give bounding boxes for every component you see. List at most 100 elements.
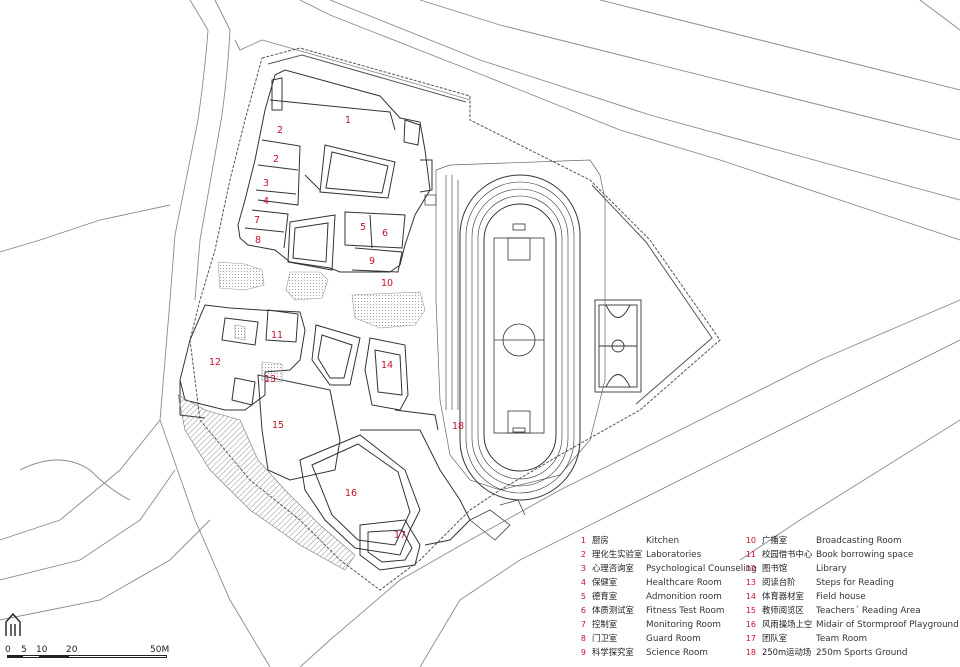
legend-chinese-label: 阅读台阶 xyxy=(762,577,796,587)
legend-number: 1 xyxy=(580,536,586,545)
scale-bar-segment xyxy=(7,655,23,658)
basketball-court-icon xyxy=(594,299,642,393)
legend-item-10: 10 广播室 Broadcasting Room xyxy=(742,534,902,546)
room-label-10: 10 xyxy=(381,278,393,289)
legend-number: 18 xyxy=(745,648,756,657)
legend-item-15: 15 教师阅览区 Teachers´ Reading Area xyxy=(742,604,921,616)
room-label-4: 4 xyxy=(263,196,269,207)
legend-item-4: 4 保健室 Healthcare Room xyxy=(572,576,722,588)
legend-chinese-label: 门卫室 xyxy=(592,633,618,643)
scale-label-10: 10 xyxy=(36,645,48,655)
hatched-landscape xyxy=(177,394,356,571)
north-building xyxy=(237,69,433,273)
legend-number: 13 xyxy=(745,578,756,587)
room-label-6: 6 xyxy=(382,228,388,239)
legend-english-label: Field house xyxy=(816,592,866,602)
north-arrow-icon xyxy=(5,612,21,636)
legend-number: 8 xyxy=(580,634,586,643)
legend-number: 17 xyxy=(745,634,756,643)
room-label-8: 8 xyxy=(255,235,261,246)
legend-chinese-label: 心理咨询室 xyxy=(592,563,634,573)
room-label-1: 1 xyxy=(345,115,351,126)
room-label-2b: 2 xyxy=(273,154,279,165)
room-label-16: 16 xyxy=(345,488,357,499)
legend-english-label: Book borrowing space xyxy=(816,550,914,560)
legend-english-label: Admonition room xyxy=(646,592,722,602)
legend-chinese-label: 图书馆 xyxy=(762,563,788,573)
legend-english-label: Guard Room xyxy=(646,634,701,644)
legend-chinese-label: 体育器材室 xyxy=(762,591,804,601)
legend-number: 16 xyxy=(745,620,756,629)
room-label-14: 14 xyxy=(381,360,393,371)
legend-item-13: 13 阅读台阶 Steps for Reading xyxy=(742,576,894,588)
scale-bar-segment xyxy=(39,655,69,658)
legend-number: 15 xyxy=(745,606,756,615)
legend-chinese-label: 教师阅览区 xyxy=(762,605,804,615)
south-building xyxy=(179,304,471,571)
legend-chinese-label: 保健室 xyxy=(592,577,618,587)
legend-chinese-label: 广播室 xyxy=(762,535,788,545)
room-labels: 1 2 2 3 4 7 8 5 6 9 10 11 12 13 14 15 16… xyxy=(209,115,464,541)
legend-english-label: Healthcare Room xyxy=(646,578,722,588)
legend-number: 10 xyxy=(745,536,756,545)
legend-item-5: 5 德育室 Admonition room xyxy=(572,590,722,602)
legend-chinese-label: 体质测试室 xyxy=(592,605,634,615)
room-label-15: 15 xyxy=(272,420,284,431)
legend-number: 9 xyxy=(580,648,586,657)
legend-item-12: 12 图书馆 Library xyxy=(742,562,847,574)
legend-english-label: Psychological Counseling xyxy=(646,564,757,574)
legend-chinese-label: 科学探究室 xyxy=(592,647,634,657)
site-boundary xyxy=(189,47,721,591)
legend-english-label: 250m Sports Ground xyxy=(816,648,908,658)
room-label-12: 12 xyxy=(209,357,221,368)
scale-bar-outline xyxy=(7,655,167,658)
legend-chinese-label: 理化生实验室 xyxy=(592,549,643,559)
legend-item-18: 18 250m运动场 250m Sports Ground xyxy=(742,646,908,658)
room-label-13: 13 xyxy=(264,374,276,385)
room-label-11: 11 xyxy=(271,330,283,341)
legend-english-label: Midair of Stormproof Playground xyxy=(816,620,959,630)
legend-english-label: Steps for Reading xyxy=(816,578,895,588)
legend-item-17: 17 团队室 Team Room xyxy=(742,632,867,644)
legend-number: 12 xyxy=(745,564,756,573)
legend-chinese-label: 德育室 xyxy=(592,591,618,601)
legend-english-label: Teachers´ Reading Area xyxy=(816,606,921,616)
legend-chinese-label: 厨房 xyxy=(592,535,609,545)
legend-chinese-label: 团队室 xyxy=(762,633,788,643)
sports-ground xyxy=(435,159,606,501)
legend-number: 5 xyxy=(580,592,586,601)
room-label-7: 7 xyxy=(254,215,260,226)
scale-label-5: 5 xyxy=(21,645,27,655)
room-label-17: 17 xyxy=(394,530,406,541)
legend-chinese-label: 250m运动场 xyxy=(762,647,812,657)
planters xyxy=(217,261,426,383)
legend-english-label: Team Room xyxy=(816,634,868,644)
legend-english-label: Laboratories xyxy=(646,550,702,560)
legend-chinese-label: 控制室 xyxy=(592,619,618,629)
legend-number: 11 xyxy=(745,550,756,559)
legend-number: 7 xyxy=(580,620,586,629)
entry-area xyxy=(424,194,526,541)
room-label-2a: 2 xyxy=(277,125,283,136)
legend-item-8: 8 门卫室 Guard Room xyxy=(572,632,701,644)
room-label-3: 3 xyxy=(263,178,269,189)
room-label-9: 9 xyxy=(369,256,375,267)
scale-label-0: 0 xyxy=(5,645,11,655)
scale-label-50m: 50M xyxy=(150,645,170,655)
legend-number: 4 xyxy=(580,578,586,587)
legend-english-label: Library xyxy=(816,564,847,574)
legend-english-label: Fitness Test Room xyxy=(646,606,725,616)
legend-english-label: Broadcasting Room xyxy=(816,536,902,546)
room-label-18: 18 xyxy=(452,421,464,432)
legend-chinese-label: 风雨操场上空 xyxy=(762,619,813,629)
